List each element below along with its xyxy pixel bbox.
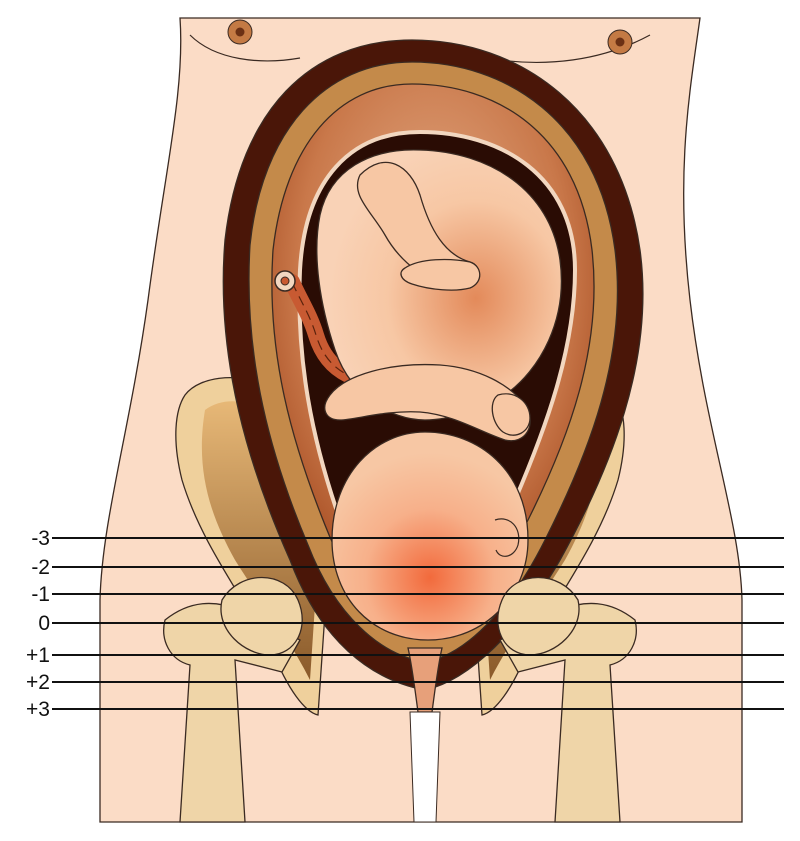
right-breast-contour: [499, 34, 651, 63]
fetus-hand: [491, 393, 531, 436]
placenta-attachment-icon: [274, 270, 296, 292]
fetus-foot: [400, 258, 481, 291]
fetus: [316, 149, 562, 641]
left-nipple-icon: [227, 19, 253, 45]
left-femur-shaft: [163, 602, 301, 823]
station-scale: -3 -2 -1 0 +1 +2 +3: [26, 527, 784, 721]
station-label: +2: [26, 671, 50, 694]
station-label: -2: [31, 556, 50, 579]
left-breast-contour: [189, 34, 301, 62]
right-femur-head: [497, 577, 580, 656]
station-label: -3: [31, 527, 50, 550]
station-label: +1: [26, 644, 50, 667]
station-label: +3: [26, 698, 50, 721]
fetus-head: [331, 431, 529, 641]
right-femur-shaft: [499, 602, 637, 823]
birth-canal: [409, 711, 441, 823]
fetus-ear: [494, 518, 520, 557]
left-femur-head: [220, 577, 303, 656]
fetus-arm: [324, 363, 531, 442]
right-nipple-icon: [607, 29, 633, 55]
right-femur: [497, 577, 637, 823]
station-label: 0: [38, 612, 50, 635]
left-femur: [163, 577, 303, 823]
station-label: -1: [31, 583, 50, 606]
